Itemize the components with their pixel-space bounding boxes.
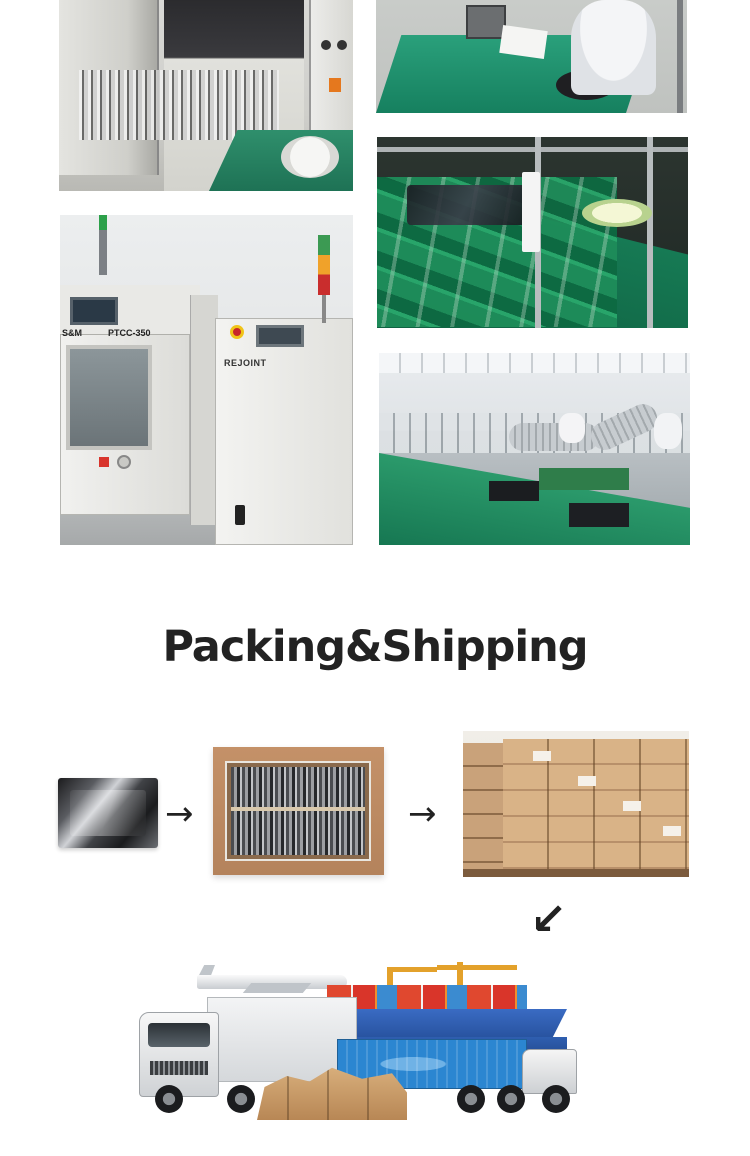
arrow-right-icon: → — [165, 794, 194, 834]
arrow-down-left-icon: ↙ — [530, 894, 567, 945]
factory-photo-pcb-line — [377, 137, 688, 328]
machine-model-label: PTCC-350 — [108, 328, 151, 338]
factory-photo-assembly-hall — [379, 353, 690, 545]
truck-icon — [139, 1012, 219, 1097]
oven-brand-label: REJOINT — [224, 358, 267, 368]
factory-photo-reflow-machine: S&M PTCC-350 REJOINT — [60, 215, 353, 545]
factory-photo-smt-feeder — [59, 0, 353, 191]
shipping-modes-image — [137, 957, 582, 1122]
antistatic-bag-image — [58, 778, 158, 848]
palletized-cartons-image — [463, 731, 689, 877]
machine-brand-label: S&M — [62, 328, 82, 338]
section-title: Packing&Shipping — [162, 622, 588, 672]
airplane-icon — [157, 965, 357, 995]
arrow-right-icon: → — [408, 794, 437, 834]
carton-box-image — [213, 747, 384, 875]
factory-photo-inspection-desk — [376, 0, 687, 113]
